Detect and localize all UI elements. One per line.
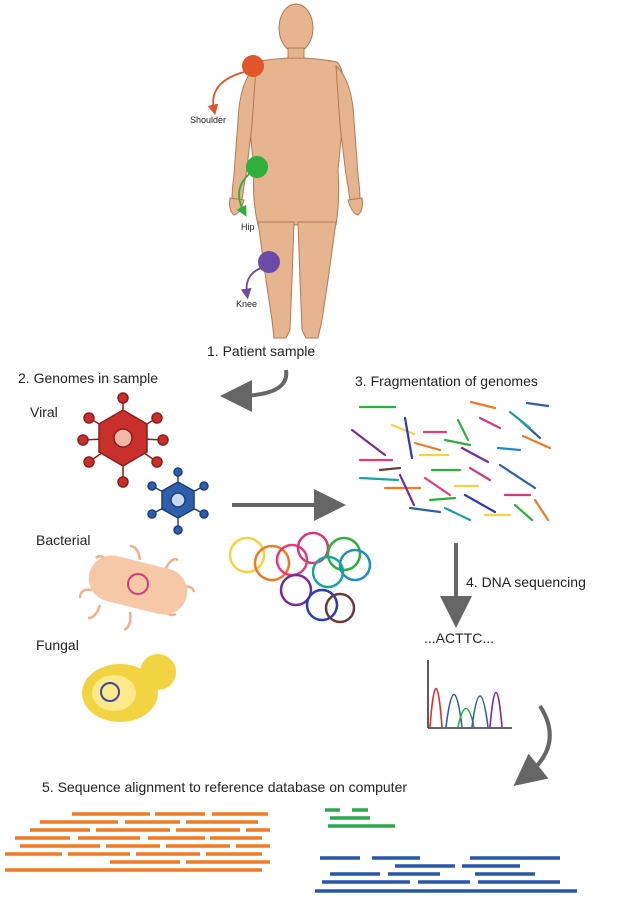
left-leg <box>257 221 295 339</box>
knee-marker <box>258 251 280 273</box>
arrow-4-to-5 <box>513 704 552 786</box>
hip-label: Hip <box>241 222 255 232</box>
sequence-text: ...ACTTC... <box>424 630 494 646</box>
knee-arrow <box>240 267 262 300</box>
orange-alignment <box>5 812 270 872</box>
blue-alignment <box>315 856 577 893</box>
bacterium <box>78 544 196 632</box>
right-hand <box>347 197 363 216</box>
step5-label: 5. Sequence alignment to reference datab… <box>42 779 407 795</box>
step1-label: 1. Patient sample <box>207 343 315 359</box>
shoulder-marker <box>242 55 264 77</box>
fungal-nucleus <box>100 682 120 702</box>
human-figure <box>229 3 363 339</box>
shoulder-label: Shoulder <box>190 115 226 125</box>
head <box>278 3 314 53</box>
shoulder-arrow <box>207 71 245 116</box>
step2-label: 2. Genomes in sample <box>18 370 158 386</box>
red-virus <box>77 392 169 488</box>
torso <box>247 57 345 226</box>
fungus <box>82 654 176 722</box>
chromatogram <box>427 660 512 729</box>
arrow-1-to-2 <box>220 369 289 412</box>
circular-genomes <box>228 531 372 624</box>
blue-virus <box>147 467 209 535</box>
green-alignment <box>325 808 395 828</box>
hip-marker <box>246 156 268 178</box>
right-arm <box>335 64 361 201</box>
bacterial-label: Bacterial <box>36 532 90 548</box>
knee-label: Knee <box>236 299 257 309</box>
genome-fragments <box>350 400 552 522</box>
step4-label: 4. DNA sequencing <box>466 574 586 590</box>
viral-label: Viral <box>30 404 58 420</box>
left-arm <box>231 64 257 201</box>
right-leg <box>297 221 337 339</box>
step3-label: 3. Fragmentation of genomes <box>355 373 538 389</box>
plasmid <box>127 573 149 595</box>
fungal-label: Fungal <box>36 637 79 653</box>
hip-arrow <box>236 173 250 217</box>
